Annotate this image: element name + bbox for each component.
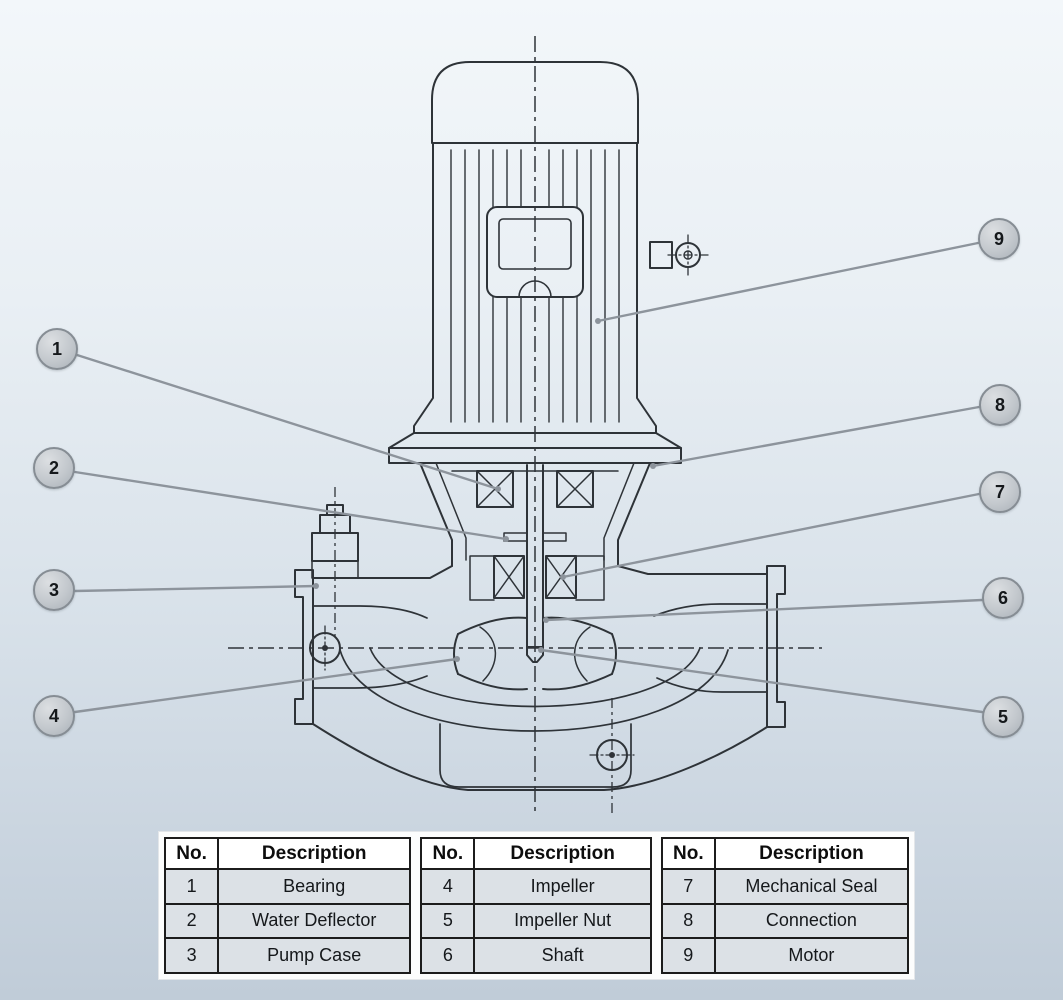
part-number: 4 (420, 868, 476, 905)
leader-line-7 (561, 492, 981, 579)
part-description: Motor (713, 937, 910, 974)
table-row: 9 Motor (660, 937, 910, 974)
leader-end-dots (313, 318, 656, 662)
leader-line-9 (596, 241, 980, 323)
part-number: 2 (163, 902, 220, 940)
parts-table-1: No. Description 1 Bearing 2 Water Deflec… (163, 837, 412, 974)
callout-2-number: 2 (48, 457, 59, 478)
table-row: 2 Water Deflector (163, 902, 412, 940)
leader-line-4 (73, 657, 459, 714)
leader-line-2 (73, 470, 508, 541)
table-header-row: No. Description (660, 837, 910, 870)
table-row: 5 Impeller Nut (420, 902, 652, 940)
callout-9-number: 9 (993, 228, 1004, 249)
part-description: Mechanical Seal (713, 868, 910, 905)
table-row: 4 Impeller (420, 868, 652, 905)
motor-nameplate (486, 206, 584, 298)
leader-line-8 (651, 405, 981, 468)
callout-7-number: 7 (994, 481, 1005, 502)
leader-line-1 (75, 353, 500, 491)
pump-casing (294, 565, 786, 791)
callout-4-number: 4 (48, 705, 59, 726)
callout-1: 1 (36, 328, 78, 370)
part-description: Impeller (473, 868, 652, 905)
callout-7: 7 (979, 471, 1021, 513)
table-row: 1 Bearing (163, 868, 412, 905)
table-row: 7 Mechanical Seal (660, 868, 910, 905)
col-header-no: No. (163, 837, 220, 870)
motor-fins (450, 149, 620, 423)
part-number: 5 (420, 902, 476, 940)
part-description: Pump Case (217, 937, 412, 974)
callout-4: 4 (33, 695, 75, 737)
col-header-description: Description (217, 837, 412, 870)
part-description: Connection (713, 902, 910, 940)
bottom-crosshair (589, 739, 635, 771)
col-header-no: No. (660, 837, 716, 870)
leader-line-6 (544, 598, 984, 622)
table-header-row: No. Description (163, 837, 412, 870)
leader-line-5 (539, 648, 984, 714)
casing-plug-fitting (311, 504, 359, 579)
col-header-no: No. (420, 837, 476, 870)
mechanical-seal (469, 555, 605, 601)
parts-table-3: No. Description 7 Mechanical Seal 8 Conn… (660, 837, 910, 974)
callout-9: 9 (978, 218, 1020, 260)
col-header-description: Description (713, 837, 910, 870)
shaft (526, 464, 544, 648)
part-number: 3 (163, 937, 220, 974)
leader-line-3 (73, 584, 318, 593)
leader-lines (73, 241, 984, 714)
callout-3: 3 (33, 569, 75, 611)
table-header-row: No. Description (420, 837, 652, 870)
terminal-box (649, 234, 709, 276)
part-description: Water Deflector (217, 902, 412, 940)
parts-tables-panel: No. Description 1 Bearing 2 Water Deflec… (158, 831, 915, 980)
callout-5: 5 (982, 696, 1024, 738)
part-description: Impeller Nut (473, 902, 652, 940)
table-row: 6 Shaft (420, 937, 652, 974)
part-number: 6 (420, 937, 476, 974)
part-number: 7 (660, 868, 716, 905)
callout-1-number: 1 (51, 338, 62, 359)
lantern-bracket (419, 462, 651, 567)
centerlines (228, 36, 822, 816)
part-number: 9 (660, 937, 716, 974)
callout-5-number: 5 (997, 706, 1008, 727)
parts-table-2: No. Description 4 Impeller 5 Impeller Nu… (420, 837, 652, 974)
callout-8-number: 8 (994, 394, 1005, 415)
callout-6-number: 6 (997, 587, 1008, 608)
callout-3-number: 3 (48, 579, 59, 600)
part-number: 8 (660, 902, 716, 940)
table-row: 3 Pump Case (163, 937, 412, 974)
col-header-description: Description (473, 837, 652, 870)
callout-8: 8 (979, 384, 1021, 426)
motor-body (413, 142, 657, 434)
part-description: Shaft (473, 937, 652, 974)
part-number: 1 (163, 868, 220, 905)
callout-6: 6 (982, 577, 1024, 619)
table-row: 8 Connection (660, 902, 910, 940)
impeller (453, 616, 617, 691)
part-description: Bearing (217, 868, 412, 905)
suction-crosshair (309, 625, 341, 671)
motor-cap (431, 61, 639, 144)
impeller-nut (526, 646, 544, 663)
callout-2: 2 (33, 447, 75, 489)
